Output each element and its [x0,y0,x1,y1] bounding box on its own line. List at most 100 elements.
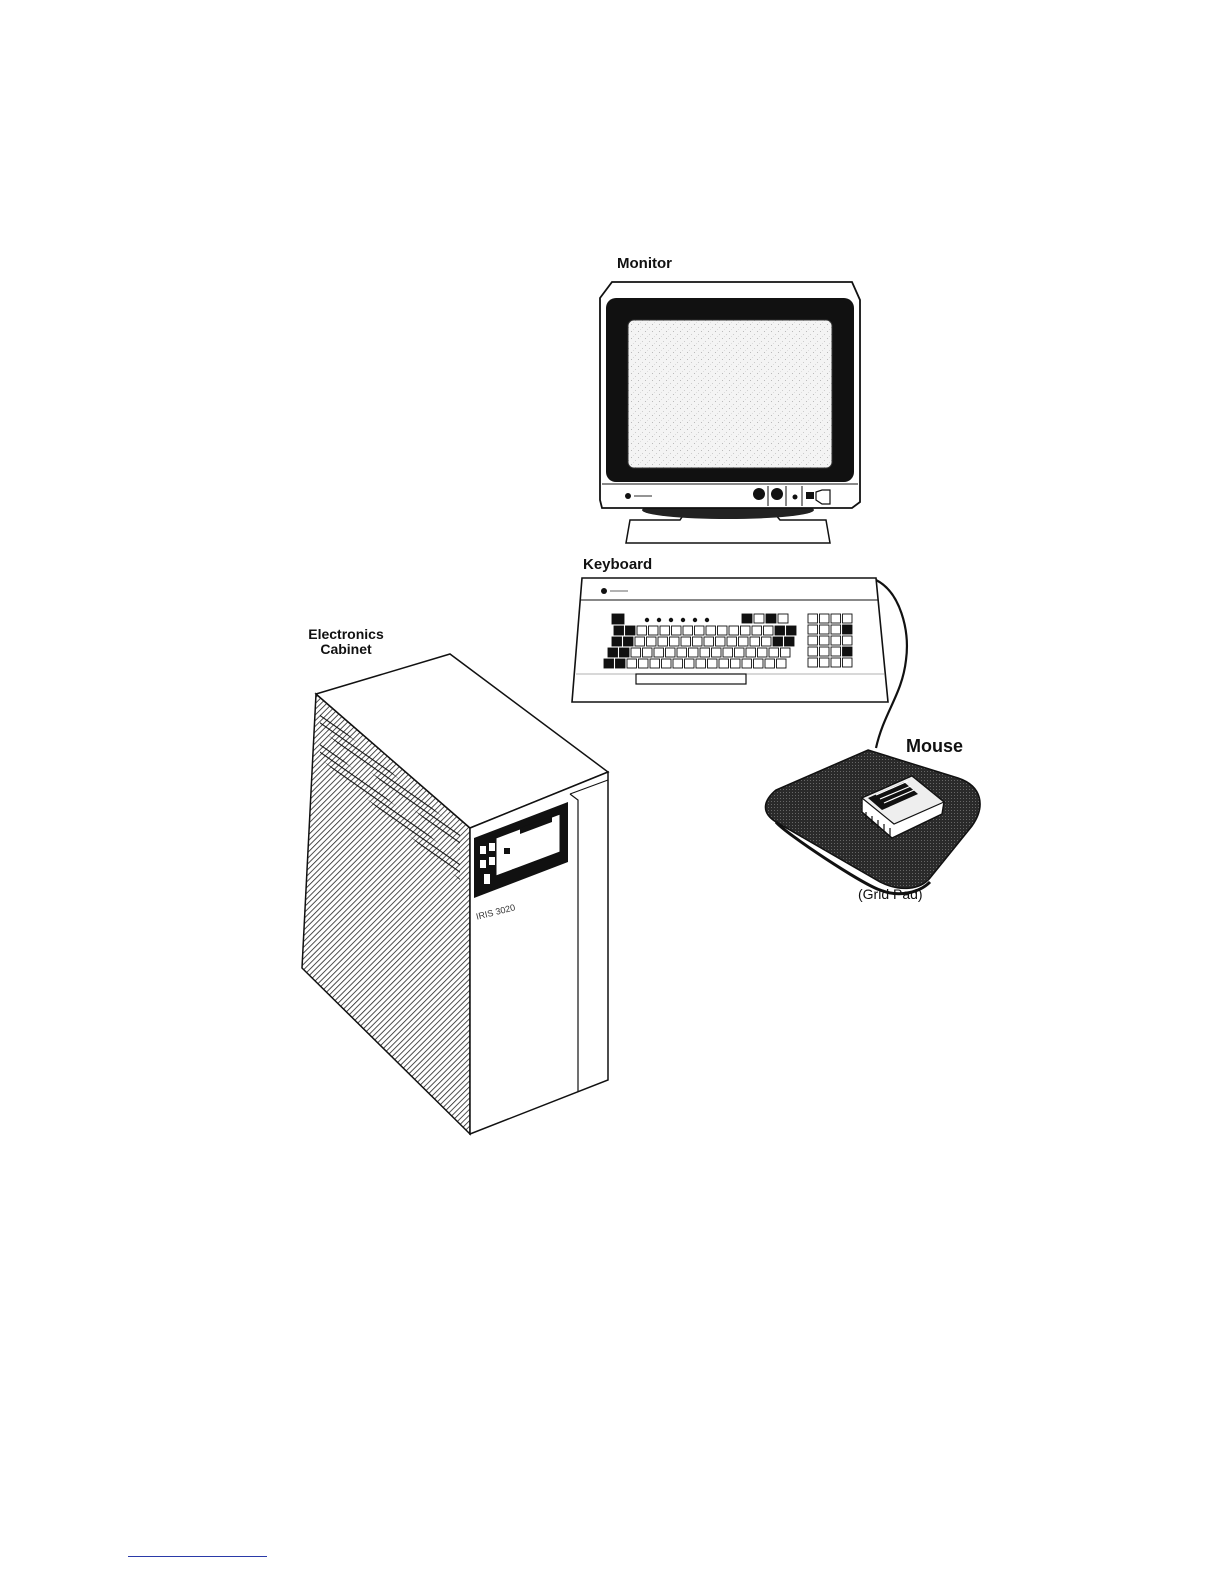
keyboard-key [777,659,787,668]
keyboard-key [843,625,853,634]
brightness-knob-icon [753,488,765,500]
electronics-cabinet-label-line2: Cabinet [300,642,392,657]
keyboard-key [843,614,853,623]
keyboard-key [820,647,830,656]
keyboard-key [660,626,670,635]
mouse-label: Mouse [906,737,963,757]
keyboard-key [666,648,676,657]
keyboard-key [729,626,739,635]
keyboard-key [639,659,649,668]
keyboard-key [773,637,783,646]
keyboard-key [739,637,749,646]
keyboard-key [750,637,760,646]
keyboard-key [683,626,693,635]
keyboard-key [704,637,714,646]
keyboard-key [831,614,841,623]
keyboard-key [627,659,637,668]
keyboard-key [785,637,795,646]
keyboard-key [843,658,853,667]
electronics-cabinet-label: Electronics Cabinet [300,627,392,658]
keyboard-key [764,626,774,635]
mouse-and-grid-pad [765,750,980,894]
keyboard-key [712,648,722,657]
keyboard-key [775,626,785,635]
keyboard-key [741,626,751,635]
keyboard-key [742,659,752,668]
keyboard-key [700,648,710,657]
keyboard-key [843,636,853,645]
monitor-screen [628,320,832,468]
grid-pad-label: (Grid Pad) [858,887,923,902]
keyboard-key [723,648,733,657]
keyboard-key [820,636,830,645]
keyboard-key [746,648,756,657]
keyboard-key [677,648,687,657]
keyboard-key [735,648,745,657]
keyboard-key [616,659,626,668]
control-button-icon [480,860,486,868]
keyboard-key [808,636,818,645]
keyboard-key [620,648,630,657]
keyboard-key [643,648,653,657]
keyboard-key [719,659,729,668]
keyboard-key [742,614,752,623]
keyboard-key [685,659,695,668]
keyboard-led-icon [601,588,607,594]
keyboard-key [604,659,614,668]
keyboard-key [787,626,797,635]
control-button-icon [489,843,495,851]
keyboard-key [631,648,641,657]
keyboard-key [672,626,682,635]
keyboard-key [716,637,726,646]
keyboard-key [831,636,841,645]
electronics-cabinet-label-line1: Electronics [300,627,392,642]
keyboard-key [820,614,830,623]
monitor-logo-icon [625,493,631,499]
monitor-label: Monitor [617,256,672,273]
keyboard-key [626,626,636,635]
keyboard-key [754,659,764,668]
keyboard-key [754,614,764,623]
keyboard-key [808,658,818,667]
keyboard-key [808,625,818,634]
keyboard-key [693,637,703,646]
keyboard-key [670,637,680,646]
keyboard-key [808,614,818,623]
keyboard-key [658,637,668,646]
keyboard-key [808,647,818,656]
keyboard-key [727,637,737,646]
keyboard-key [752,626,762,635]
monitor [600,282,860,543]
keyboard-key [608,648,618,657]
control-button-icon [480,846,486,854]
contrast-knob-icon [771,488,783,500]
keyboard-key [612,637,622,646]
keyboard-key [673,659,683,668]
keyboard-key [820,658,830,667]
keyboard-key [650,659,660,668]
keyboard-key [769,648,779,657]
power-switch-icon [806,492,814,499]
keyboard-key [766,614,776,623]
keyboard-key [762,637,772,646]
keyboard-key [843,647,853,656]
keyboard-key [831,658,841,667]
keyboard-key [696,659,706,668]
keyboard-label: Keyboard [583,557,652,574]
keyboard-key [820,625,830,634]
keyboard-key [695,626,705,635]
keyboard-key [718,626,728,635]
footnote-rule [128,1556,267,1557]
keyboard-key [647,637,657,646]
space-bar [636,674,746,684]
keyboard-key [624,637,634,646]
keyboard-key [614,626,624,635]
keyboard-key [654,648,664,657]
control-button-icon [489,857,495,865]
keyboard-key [612,614,624,624]
keyboard-key [681,637,691,646]
keyboard-key [706,626,716,635]
keyboard-key [689,648,699,657]
keyboard-key [635,637,645,646]
